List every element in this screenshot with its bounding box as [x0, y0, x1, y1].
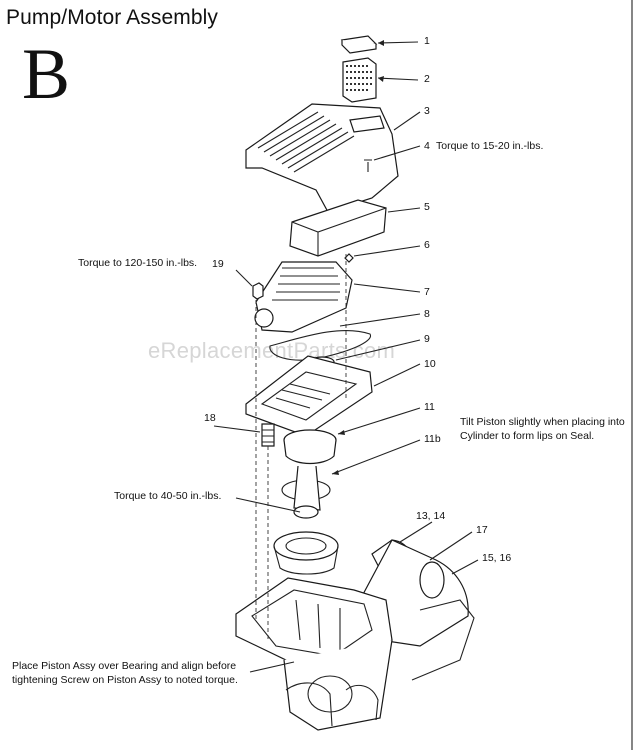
part-3-cover-plate	[349, 115, 385, 133]
callout-9: 9	[424, 333, 430, 345]
crankcase-ribs	[295, 599, 341, 650]
part-11b-rod	[293, 465, 321, 511]
part-7-head-port	[254, 308, 274, 328]
part-7-head-fins	[272, 267, 340, 301]
leader-9	[335, 339, 421, 361]
callout-1: 1	[424, 35, 430, 47]
part-10-plate-inner	[260, 371, 358, 421]
leader-15-16	[451, 559, 479, 575]
part-6-valve	[344, 253, 354, 263]
part-11-piston	[283, 439, 337, 465]
callout-17: 17	[476, 524, 488, 536]
torque-note-19: Torque to 120-150 in.-lbs.	[78, 257, 198, 269]
arrowhead-11b	[332, 470, 339, 475]
part-18-threads	[262, 429, 274, 443]
torque-note-4: Torque to 15-20 in.-lbs.	[436, 140, 544, 152]
place-note-line2: tightening Screw on Piston Assy to noted…	[12, 674, 238, 686]
section-letter: B	[22, 34, 71, 114]
callout-10: 10	[424, 358, 436, 370]
arrowhead-1	[378, 40, 384, 46]
callout-19: 19	[212, 258, 224, 270]
tilt-note-line2: Cylinder to form lips on Seal.	[460, 430, 595, 442]
part-11b-bearing	[293, 505, 319, 519]
callout-15-16: 15, 16	[482, 552, 512, 564]
leader-3	[393, 111, 421, 131]
callout-11: 11	[424, 401, 435, 413]
leader-5	[387, 207, 421, 213]
callout-8: 8	[424, 308, 430, 320]
place-note-line1: Place Piston Assy over Bearing and align…	[12, 660, 237, 672]
callout-18: 18	[204, 412, 216, 424]
page-title: Pump/Motor Assembly	[6, 6, 218, 29]
part-19-bolt	[252, 282, 264, 300]
leader-11	[337, 407, 421, 435]
watermark-text: eReplacementParts.com	[148, 338, 396, 363]
crankcase-inner	[251, 589, 373, 657]
callout-5: 5	[424, 201, 430, 213]
callout-2: 2	[424, 73, 430, 85]
tilt-note-line1: Tilt Piston slightly when placing into	[460, 416, 625, 428]
leader-11b	[331, 439, 421, 475]
leader-1	[377, 41, 419, 44]
leader-8	[339, 313, 421, 327]
part-4-screw	[364, 159, 372, 172]
leader-place-piston	[249, 661, 295, 673]
leader-18	[213, 425, 261, 433]
crankcase-base	[283, 639, 393, 731]
leader-17	[429, 531, 473, 561]
part-13-sleeve-body	[273, 545, 339, 575]
callout-11b: 11b	[424, 433, 441, 445]
part-10-plate-detail	[275, 383, 331, 409]
part-5-block	[289, 199, 387, 257]
part-2-filter-texture	[346, 65, 372, 91]
leader-6	[353, 245, 421, 257]
part-1-cap-side	[341, 40, 377, 54]
crankcase-bore	[307, 675, 353, 713]
leader-19	[235, 269, 253, 287]
crankcase-foot-right	[345, 684, 379, 721]
callout-13-14: 13, 14	[416, 510, 446, 522]
part-7-head	[255, 261, 353, 333]
leader-13-14	[399, 521, 433, 543]
part-13-sleeve-rim	[273, 531, 339, 561]
part-10-valve-plate	[245, 355, 373, 437]
arrowhead-2	[378, 76, 384, 82]
part-5-block-edges	[291, 207, 387, 256]
callout-3: 3	[424, 105, 430, 117]
callout-6: 6	[424, 239, 430, 251]
leader-7	[353, 283, 421, 293]
callout-7: 7	[424, 286, 430, 298]
leader-torque-piston	[235, 497, 301, 513]
part-2-filter	[342, 57, 377, 103]
arrowhead-11	[338, 430, 345, 435]
torque-note-piston: Torque to 40-50 in.-lbs.	[114, 490, 222, 502]
leader-4	[373, 145, 421, 161]
leader-2	[377, 77, 419, 81]
part-16-motor-end	[419, 561, 445, 599]
callout-4: 4	[424, 140, 430, 152]
leader-10	[373, 363, 421, 387]
part-15-motor-lower	[411, 599, 475, 681]
part-3-cover-fins	[257, 111, 355, 173]
part-8-oring	[269, 330, 372, 361]
part-18-fitting	[261, 423, 275, 447]
part-13-sleeve-inner	[285, 537, 327, 555]
